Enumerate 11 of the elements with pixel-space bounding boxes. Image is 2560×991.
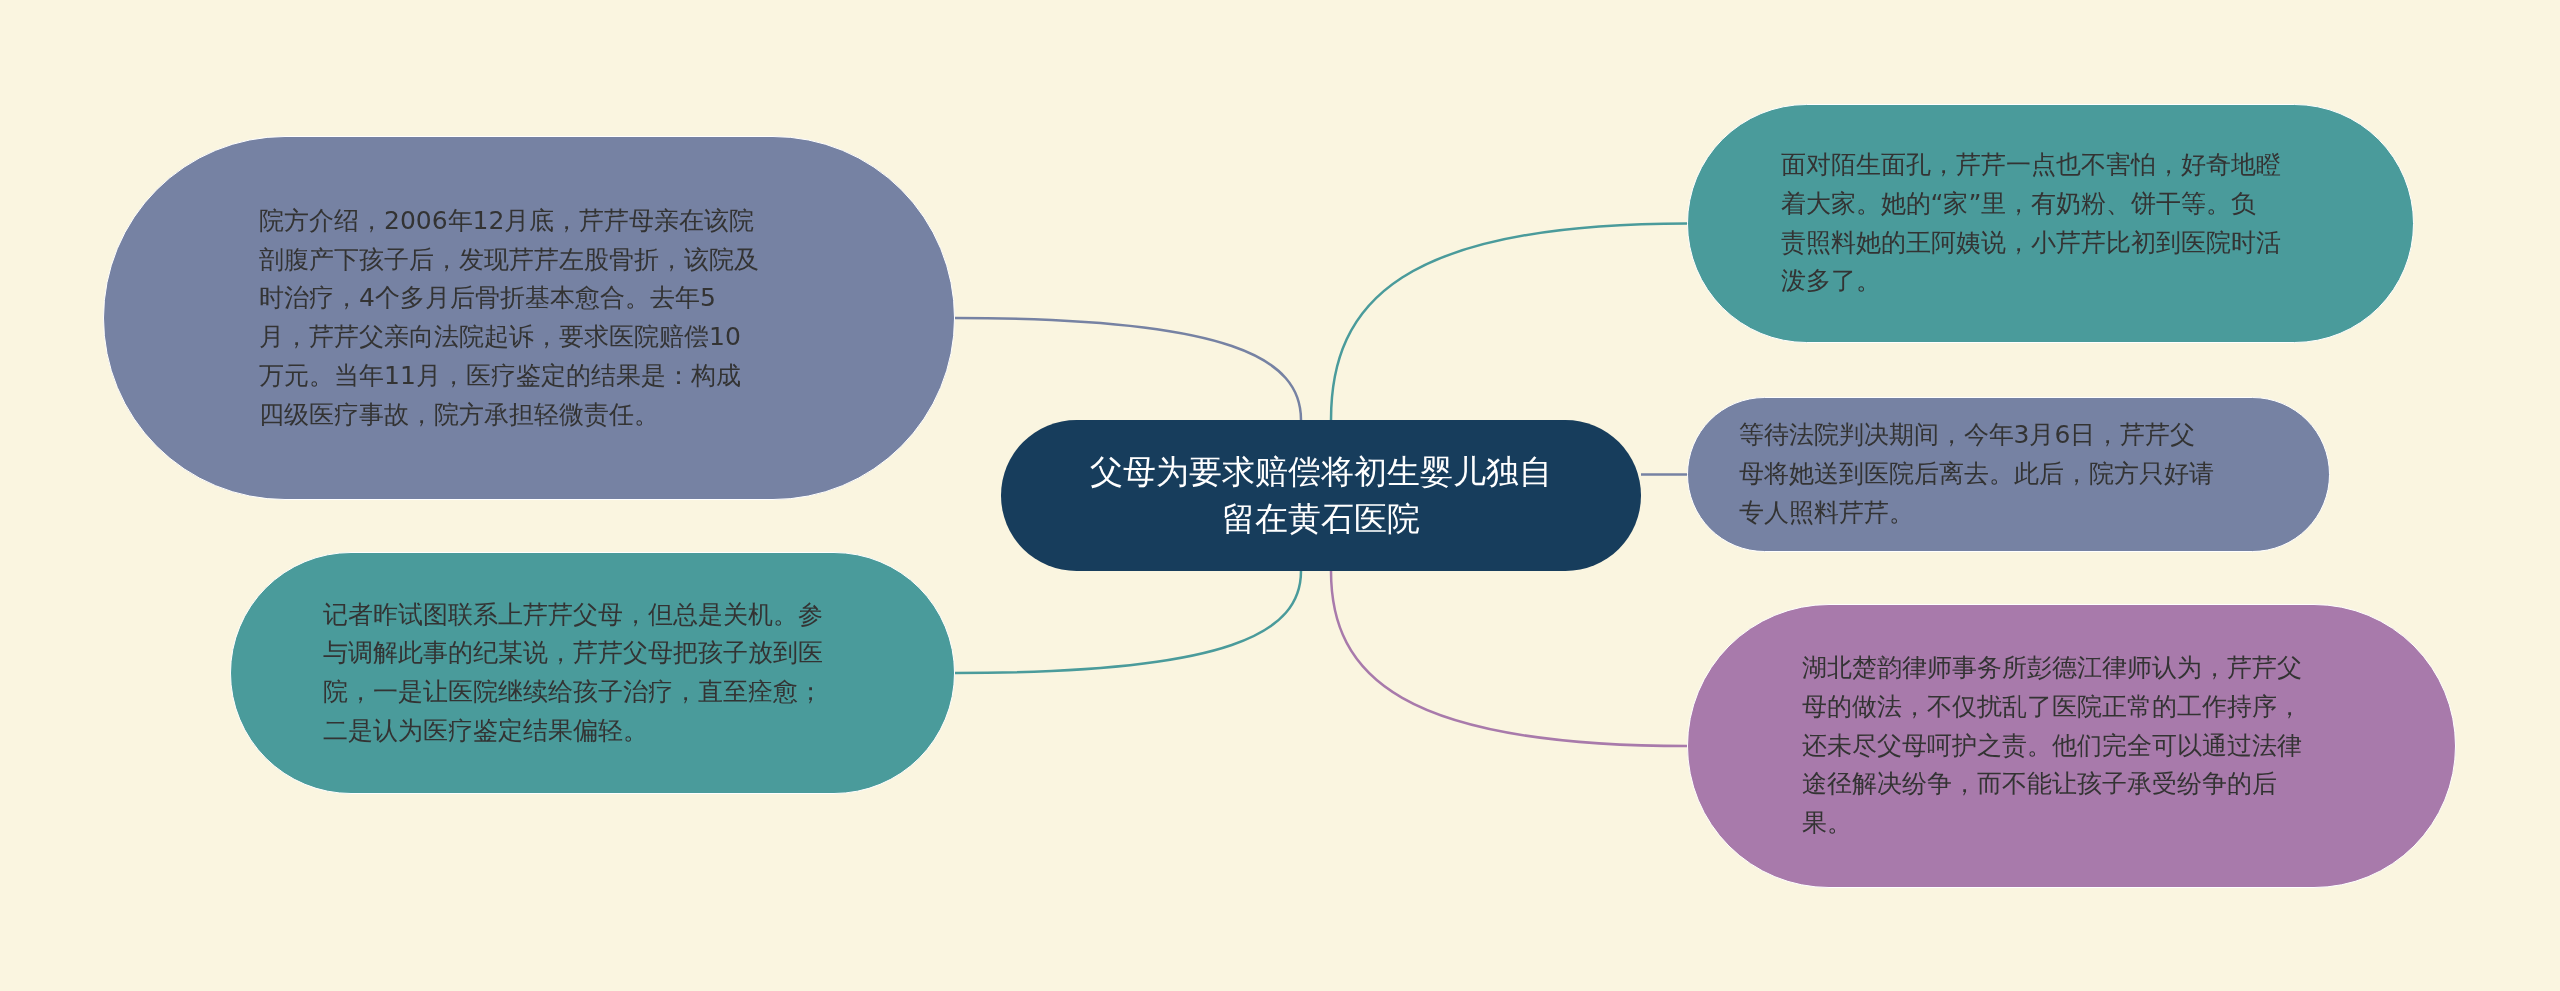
connector-line [1329, 222, 1688, 421]
topic-text: 湖北楚韵律师事务所彭德江律师认为，芹芹父母的做法，不仅扰乱了医院正常的工作持序，还未尽父母呵护之责。他们完全可以通过法律途径解决纷争，而不能让孩子承受纷争的后果。 [1801, 652, 2302, 840]
connector-line [955, 570, 1303, 675]
topic-text: 院方介绍，2006年12月底，芹芹母亲在该院剖腹产下孩子后，发现芹芹左股骨折，该院及时治疗，4个多月后骨折基本愈合。去年5月，芹芹父亲向法院起诉，要求医院赔偿10万元。当年11月，医疗鉴定的结果是：构成四级医疗事故，院方承担轻微责任。 [259, 204, 759, 431]
topic-title: 父母为要求赔偿将初生婴儿独自留在黄石医院 [1089, 451, 1553, 540]
connector-line [955, 316, 1303, 421]
topic-text: 等待法院判决期间，今年3月6日，芹芹父母将她送到医院后离去。此后，院方只好请专人照料芹芹。 [1738, 419, 2215, 529]
connector-line [1641, 473, 1687, 476]
topic-text: 面对陌生面孔，芹芹一点也不害怕，好奇地瞪着大家。她的“家”里，有奶粉、饼干等。负责照料她的王阿姨说，小芹芹比初到医院时活泼多了。 [1780, 149, 2281, 298]
topic-text: 记者昨试图联系上芹芹父母，但总是关机。参与调解此事的纪某说，芹芹父母把孩子放到医院，一是让医院继续给孩子治疗，直至痊愈；二是认为医疗鉴定结果偏轻。 [322, 598, 823, 747]
connector-line [1329, 570, 1688, 748]
